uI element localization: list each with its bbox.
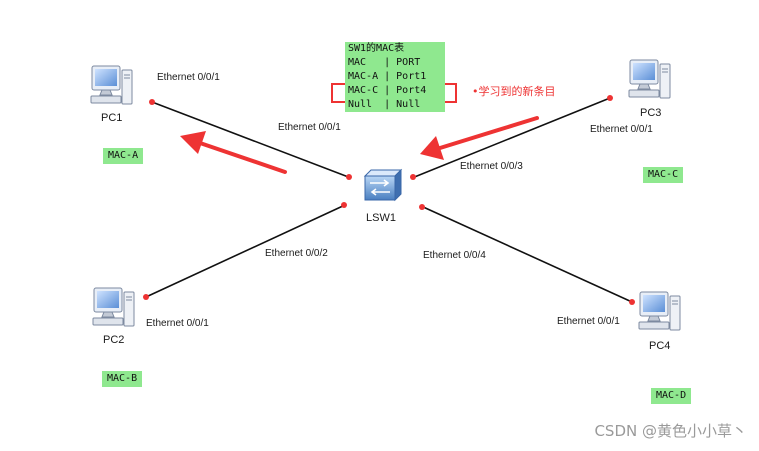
switch-port-4-label: Ethernet 0/0/4 <box>423 250 486 261</box>
switch-label: LSW1 <box>366 212 396 224</box>
learned-entry-note: •学习到的新条目 <box>472 85 556 98</box>
pc1-label: PC1 <box>101 112 123 124</box>
port-dot-sw-e2 <box>341 202 347 208</box>
link-pc3-lsw1 <box>411 97 611 179</box>
port-dot-pc3 <box>607 95 613 101</box>
switch-port-2-label: Ethernet 0/0/2 <box>265 248 328 259</box>
mac-table-row: Null | Null <box>348 99 421 110</box>
link-pc2-lsw1 <box>145 204 346 298</box>
mac-table-row: MAC-A | Port1 <box>348 71 427 82</box>
pc3-computer-icon[interactable] <box>626 58 674 106</box>
port-dots <box>143 95 635 305</box>
watermark: CSDN @黄色小小草丶 <box>594 422 747 440</box>
pc3-mac-badge: MAC-C <box>643 167 684 183</box>
switch-icon[interactable] <box>363 168 403 202</box>
mac-table: SW1的MAC表 MAC | PORT MAC-A | Port1 MAC-C … <box>345 42 445 112</box>
port-dot-sw-e1 <box>346 174 352 180</box>
pc4-port-label: Ethernet 0/0/1 <box>557 316 620 327</box>
pc2-label: PC2 <box>103 334 125 346</box>
port-dot-pc4 <box>629 299 635 305</box>
pc3-label: PC3 <box>640 107 662 119</box>
link-pc4-lsw1 <box>420 205 633 303</box>
pc1-port-label: Ethernet 0/0/1 <box>157 72 220 83</box>
switch-port-1-label: Ethernet 0/0/1 <box>278 122 341 133</box>
switch-port-3-label: Ethernet 0/0/3 <box>460 161 523 172</box>
port-dot-pc2 <box>143 294 149 300</box>
port-dot-sw-e3 <box>410 174 416 180</box>
pc3-port-label: Ethernet 0/0/1 <box>590 124 653 135</box>
pc4-label: PC4 <box>649 340 671 352</box>
port-dot-pc1 <box>149 99 155 105</box>
port-dot-sw-e4 <box>419 204 425 210</box>
mac-table-row: MAC-C | Port4 <box>348 85 427 96</box>
pc1-mac-badge: MAC-A <box>103 148 144 164</box>
link-pc1-lsw1 <box>151 101 352 179</box>
arrow-to-pc1 <box>180 131 287 174</box>
mac-table-row: MAC | PORT <box>348 57 421 68</box>
pc1-computer-icon[interactable] <box>88 64 136 112</box>
pc2-mac-badge: MAC-B <box>102 371 143 387</box>
mac-table-title: SW1的MAC表 <box>348 43 405 54</box>
arrow-from-pc3 <box>420 116 539 160</box>
pc4-mac-badge: MAC-D <box>651 388 692 404</box>
pc2-computer-icon[interactable] <box>90 286 138 334</box>
pc2-port-label: Ethernet 0/0/1 <box>146 318 209 329</box>
pc4-computer-icon[interactable] <box>636 290 684 338</box>
